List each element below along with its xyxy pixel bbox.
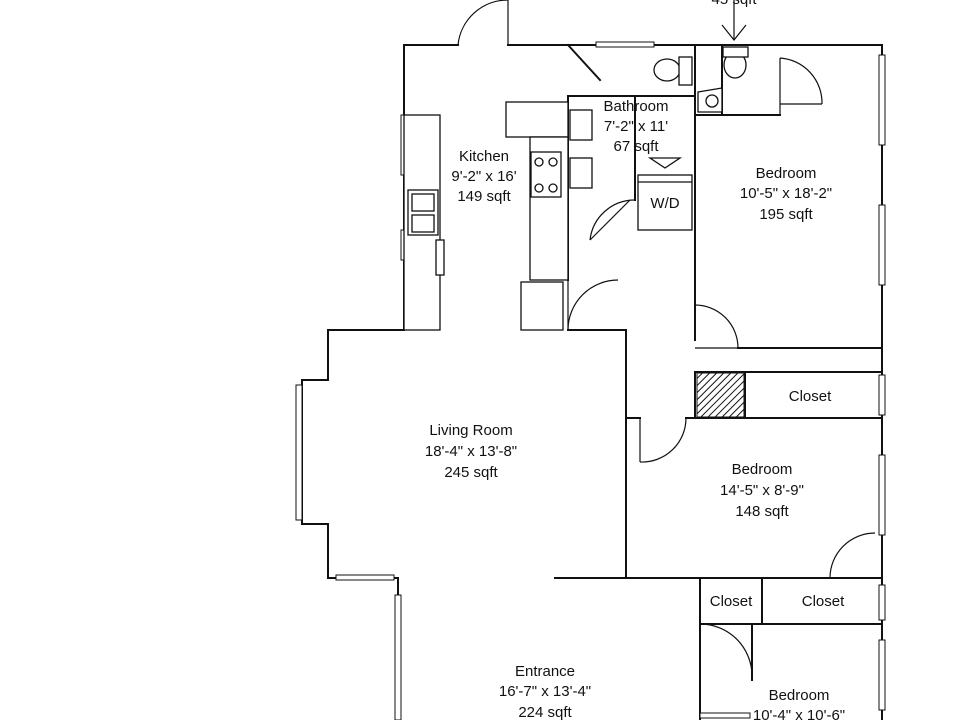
top-area-label: 45 sqft (711, 0, 757, 8)
closet2-label: Closet (710, 593, 753, 610)
closet3-label: Closet (802, 593, 845, 610)
bedroom1-name: Bedroom (756, 165, 817, 182)
doors (457, 0, 876, 677)
dishwasher (435, 239, 445, 276)
fridge (520, 281, 564, 331)
windows (295, 41, 886, 720)
bedroom2-area: 148 sqft (735, 503, 789, 520)
toilet-icon (653, 58, 681, 82)
washer-dryer-label: W/D (650, 195, 679, 212)
closet1-label: Closet (789, 388, 832, 405)
bedroom1-area: 195 sqft (759, 206, 813, 223)
bathroom-area: 67 sqft (613, 138, 659, 155)
kitchen-name: Kitchen (459, 148, 509, 165)
bathroom-fixtures (569, 46, 749, 231)
bathroom-name: Bathroom (603, 98, 668, 115)
entrance-size: 16'-7" x 13'-4" (499, 683, 591, 700)
bath-sink (569, 109, 593, 141)
entrance-name: Entrance (515, 663, 575, 680)
washer-dryer-icon (637, 174, 693, 231)
bedroom3-name: Bedroom (769, 687, 830, 704)
living-room-name: Living Room (429, 422, 512, 439)
bedroom2-size: 14'-5" x 8'-9" (720, 482, 804, 499)
kitchen-size: 9'-2" x 16' (451, 168, 516, 185)
living-room-size: 18'-4" x 13'-8" (425, 443, 517, 460)
chimney (696, 372, 745, 418)
walls (301, 43, 883, 720)
kitchen-island (505, 101, 569, 138)
arrow-down-icon (721, 0, 747, 41)
bedroom1-size: 10'-5" x 18'-2" (740, 185, 832, 202)
bath-sink-2 (569, 157, 593, 189)
bedroom2-name: Bedroom (732, 461, 793, 478)
living-room-area: 245 sqft (444, 464, 498, 481)
bath-sink-3 (647, 157, 683, 169)
kitchen-fixtures (403, 101, 569, 331)
entrance-area: 224 sqft (518, 704, 572, 720)
kitchen-area: 149 sqft (457, 188, 511, 205)
bathroom-size: 7'-2" x 11' (604, 118, 668, 135)
bedroom3-size: 10'-4" x 10'-6" (753, 707, 845, 720)
